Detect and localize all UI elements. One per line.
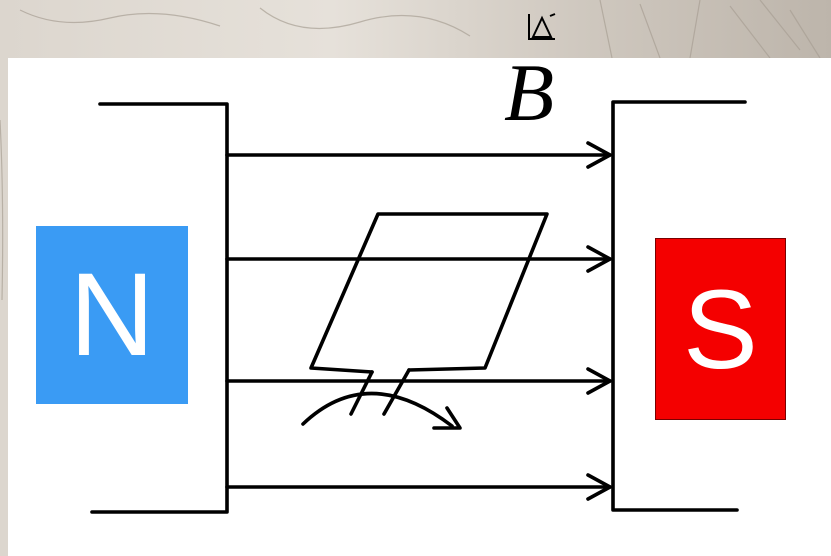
north-pole-face [90, 102, 229, 514]
field-line-arrowhead [586, 245, 612, 273]
south-pole-face [611, 100, 747, 512]
north-pole-label: N [69, 249, 155, 381]
field-line-arrowhead [586, 141, 612, 169]
field-line-arrowhead [586, 473, 612, 501]
north-pole: N [36, 226, 188, 404]
south-pole: S [655, 238, 786, 420]
south-pole-label: S [683, 266, 758, 392]
magnetic-field-label: B [504, 47, 555, 138]
coil-lead [382, 368, 411, 416]
vector-arrow-icon [528, 13, 556, 40]
rotation-arrow [301, 391, 454, 428]
rotation-arrowhead [432, 406, 462, 430]
field-line-arrowhead [586, 367, 612, 395]
coil-loop [309, 212, 549, 374]
